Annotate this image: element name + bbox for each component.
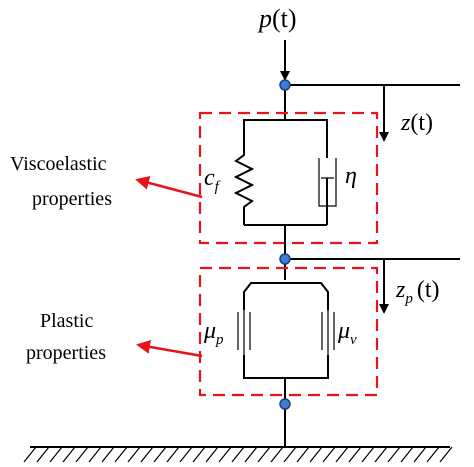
ground-hatch-line <box>62 446 76 463</box>
ground-hatch-line <box>400 446 414 463</box>
ground-hatch-line <box>140 446 154 463</box>
ground-hatch-line <box>23 446 37 463</box>
ground-hatch-line <box>114 446 128 463</box>
plastic-label: Plastic properties <box>26 310 106 364</box>
plastic-frame-bottom <box>243 355 329 379</box>
ground-hatch-line <box>88 446 102 463</box>
ground-hatch-line <box>179 446 193 463</box>
slider-left-label: μp <box>203 318 224 348</box>
viscoelastic-pointer-arrow <box>135 176 203 199</box>
ground-hatch-line <box>387 446 401 463</box>
ground-hatch-line <box>270 446 284 463</box>
friction-slider-right-icon <box>321 298 335 355</box>
ground-hatch-line <box>49 446 63 463</box>
ground-hatch-line <box>361 446 375 463</box>
ground-hatch-line <box>296 446 310 463</box>
slider-right-label: μv <box>337 318 357 348</box>
force-label: p(t) <box>257 4 297 33</box>
damper-label: η <box>345 163 357 189</box>
bottom-node <box>279 398 291 410</box>
ground-hatch-line <box>101 446 115 463</box>
spring-label: cf <box>204 165 221 195</box>
ground-hatch-line <box>283 446 297 463</box>
middle-node <box>279 253 291 265</box>
plastic-frame <box>243 282 329 310</box>
ground-hatch-line <box>335 446 349 463</box>
ground-hatch-line <box>127 446 141 463</box>
ground-hatch-line <box>205 446 219 463</box>
viscoelastic-frame-top <box>243 119 328 158</box>
top-node <box>279 79 291 91</box>
ground-hatch-line <box>218 446 232 463</box>
ground-hatch-line <box>36 446 50 463</box>
plastic-pointer-arrow <box>136 339 203 358</box>
ground-hatch-line <box>257 446 271 463</box>
displacement-label: z(t) <box>400 110 433 136</box>
viscoelastic-label: Viscoelastic properties <box>10 153 112 210</box>
ground-hatch-line <box>322 446 336 463</box>
ground-hatch-line <box>348 446 362 463</box>
ground-hatch-line <box>439 446 453 463</box>
spring-icon <box>233 148 255 225</box>
ground-hatch-line <box>426 446 440 463</box>
ground-hatch-line <box>153 446 167 463</box>
ground-hatch-line <box>244 446 258 463</box>
ground-hatch-line <box>309 446 323 463</box>
plastic-displacement-label: zp(t) <box>395 277 440 307</box>
ground-hatch-line <box>231 446 245 463</box>
ground-icon <box>23 446 453 463</box>
ground-hatch-line <box>413 446 427 463</box>
ground-hatch-line <box>75 446 89 463</box>
friction-slider-left-icon <box>237 298 251 355</box>
ground-hatch-line <box>374 446 388 463</box>
ground-hatch-line <box>166 446 180 463</box>
ground-hatch-line <box>192 446 206 463</box>
